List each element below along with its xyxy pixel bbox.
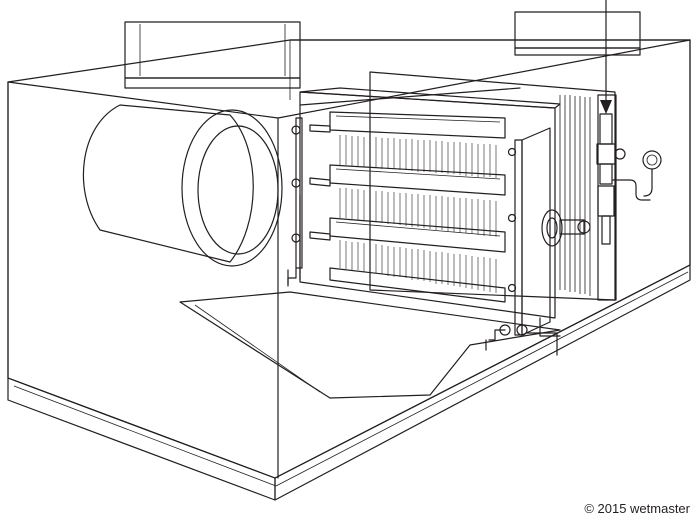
grid-tier-4 xyxy=(329,267,506,303)
duct-collar-right xyxy=(514,11,641,56)
duct-collar-left xyxy=(124,21,301,89)
grid-fins xyxy=(339,135,497,293)
right-header xyxy=(514,127,591,336)
arrow-down-icon xyxy=(600,100,612,114)
housing-back xyxy=(7,39,691,479)
grid-tier-1 xyxy=(309,111,506,139)
steam-grid xyxy=(309,111,517,303)
steam-supply-pipe xyxy=(596,0,651,245)
flow-lines xyxy=(299,87,521,281)
grid-tier-3 xyxy=(309,217,506,253)
housing-front xyxy=(7,39,691,479)
coil-fins xyxy=(559,95,591,296)
copyright-notice: © 2015 wetmaster xyxy=(584,501,690,516)
pressure-gauge xyxy=(642,150,662,197)
condensate-drain xyxy=(485,317,561,356)
housing-floor xyxy=(179,291,561,399)
blower-fan xyxy=(82,104,283,267)
heating-coil xyxy=(369,71,617,301)
grid-tier-2 xyxy=(309,164,506,196)
